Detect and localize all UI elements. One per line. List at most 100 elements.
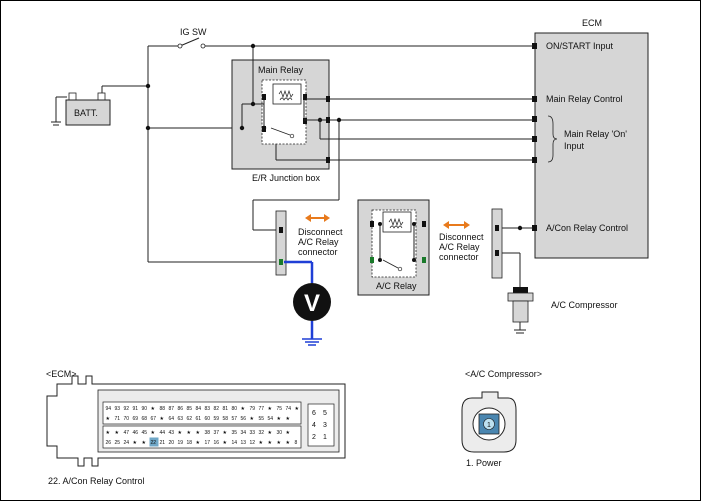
ecm-pin-label: 70 [124, 416, 130, 422]
disconnect-left-line3: connector [298, 247, 338, 257]
ecm-pin-label: 64 [169, 416, 175, 422]
ecm-pin [532, 96, 537, 102]
ecm-pin-label: 44 [160, 430, 166, 436]
ac-relay [357, 199, 430, 296]
ecm-pin-label: 58 [223, 416, 229, 422]
ecm-pin-label: 17 [205, 440, 211, 446]
ecm-side-pin-label: 3 [323, 422, 327, 429]
ecm-pin-label: 21 [160, 440, 166, 446]
voltmeter-circuit [284, 260, 331, 346]
ecm-pin-label: ★ [286, 440, 291, 446]
ecm-pin-label: 91 [133, 406, 139, 412]
ig-switch-contact [200, 43, 206, 49]
ecm-pin-label: 14 [232, 440, 238, 446]
ecm-pin-label: 60 [205, 416, 211, 422]
ecm-pin-label: ★ [223, 440, 228, 446]
ac-compressor-label: A/C Compressor [551, 300, 618, 310]
disconnect-left-line2: A/C Relay [298, 237, 339, 247]
ecm-pin-label: 19 [178, 440, 184, 446]
ecm-pin-label: 84 [196, 406, 202, 412]
ecm-pin-label: ★ [277, 416, 282, 422]
left-connector [275, 210, 287, 276]
ecm-pin-label: 63 [178, 416, 184, 422]
ecm-pin-label: 43 [169, 430, 175, 436]
compressor-connector-body [461, 391, 517, 453]
ecm-side-pin-label: 1 [323, 434, 327, 441]
ecm-pin-label: ★ [142, 440, 147, 446]
ecm-pin-label: 32 [259, 430, 265, 436]
ecm-pin-label: 68 [142, 416, 148, 422]
ecm-side-pin-label: 6 [312, 410, 316, 417]
ecm-pin [532, 43, 537, 49]
ecm-pin-label: 45 [142, 430, 148, 436]
battery: BATT. [51, 85, 148, 126]
ecm-pin-label: 83 [205, 406, 211, 412]
ecm-pin-label: 33 [250, 430, 256, 436]
ecm-pin-label: ★ [268, 430, 273, 436]
junction-box-pin [326, 157, 330, 163]
ecm-main-relay-control: Main Relay Control [546, 94, 623, 104]
junction-box: Main Relay E/R Junction box [231, 59, 330, 183]
junction-box-label: E/R Junction box [252, 173, 321, 183]
ecm-pin-highlight [149, 437, 159, 447]
ecm-pin-label: 62 [187, 416, 193, 422]
ecm-pin-label: 71 [115, 416, 121, 422]
ecm-pin-label: 80 [232, 406, 238, 412]
ecm-side-pin-label: 4 [312, 422, 316, 429]
junction-dot [336, 117, 342, 123]
ecm-pin-label: 59 [214, 416, 220, 422]
main-wiring [147, 37, 533, 263]
ecm-pin-label: 22 [151, 440, 157, 446]
ecm-main-relay-on-line2: Input [564, 141, 585, 151]
ecm-pin-label: 55 [259, 416, 265, 422]
ecm-module: ECM ON/START Input Main Relay Control Ma… [532, 18, 649, 259]
ecm-connector-body [46, 375, 346, 467]
compressor-connector-title: <A/C Compressor> [465, 369, 542, 379]
disconnect-arrow-left [305, 214, 330, 222]
ecm-pin-label: 57 [232, 416, 238, 422]
ecm-pin-label: 82 [214, 406, 220, 412]
ecm-pin-label: 35 [232, 430, 238, 436]
voltmeter-label: V [304, 290, 320, 317]
ecm-pin-label: ★ [106, 430, 111, 436]
ecm-pin-label: ★ [295, 406, 300, 412]
ecm-pin-label: 20 [169, 440, 175, 446]
ecm-pin-label: 16 [214, 440, 220, 446]
ecm-pin-label: ★ [160, 416, 165, 422]
ecm-pin-label: 86 [178, 406, 184, 412]
ig-switch-label: IG SW [180, 27, 207, 37]
ecm-pin-label: ★ [223, 430, 228, 436]
disconnect-right-line2: A/C Relay [439, 242, 480, 252]
ecm-input-brace [547, 115, 558, 163]
ecm-pin-label: ★ [151, 406, 156, 412]
ecm-pin-label: 92 [124, 406, 130, 412]
ecm-pin-label: ★ [115, 430, 120, 436]
ecm-pin-label: 93 [115, 406, 121, 412]
ac-relay-label: A/C Relay [376, 281, 417, 291]
ecm-pin-label: ★ [241, 406, 246, 412]
junction-dot [145, 125, 151, 131]
ecm-pin-label: 38 [205, 430, 211, 436]
ecm-connector-caption: 22. A/Con Relay Control [48, 476, 145, 486]
ecm-pin-label: 87 [169, 406, 175, 412]
ecm-pin-label: 24 [124, 440, 130, 446]
disconnect-left-line1: Disconnect [298, 227, 343, 237]
ecm-pin-label: ★ [187, 430, 192, 436]
main-relay-label: Main Relay [258, 65, 304, 75]
ecm-pin-label: 8 [295, 440, 298, 446]
ecm-on-start-input: ON/START Input [546, 41, 614, 51]
ecm-pin-label: 85 [187, 406, 193, 412]
junction-dot [145, 83, 151, 89]
ecm-pin-label: 77 [259, 406, 265, 412]
ecm-pin [532, 136, 537, 142]
ecm-pin-label: 90 [142, 406, 148, 412]
ecm-pin-label: ★ [151, 430, 156, 436]
ecm-pin-label: 13 [241, 440, 247, 446]
ecm-pin-label: ★ [178, 430, 183, 436]
junction-dot [250, 43, 256, 49]
junction-to-ecm-wires [252, 98, 533, 231]
ecm-pin-label: 81 [223, 406, 229, 412]
ecm-pin-label: 56 [241, 416, 247, 422]
ecm-pin-label: ★ [259, 440, 264, 446]
ecm-pin-label: 12 [250, 440, 256, 446]
